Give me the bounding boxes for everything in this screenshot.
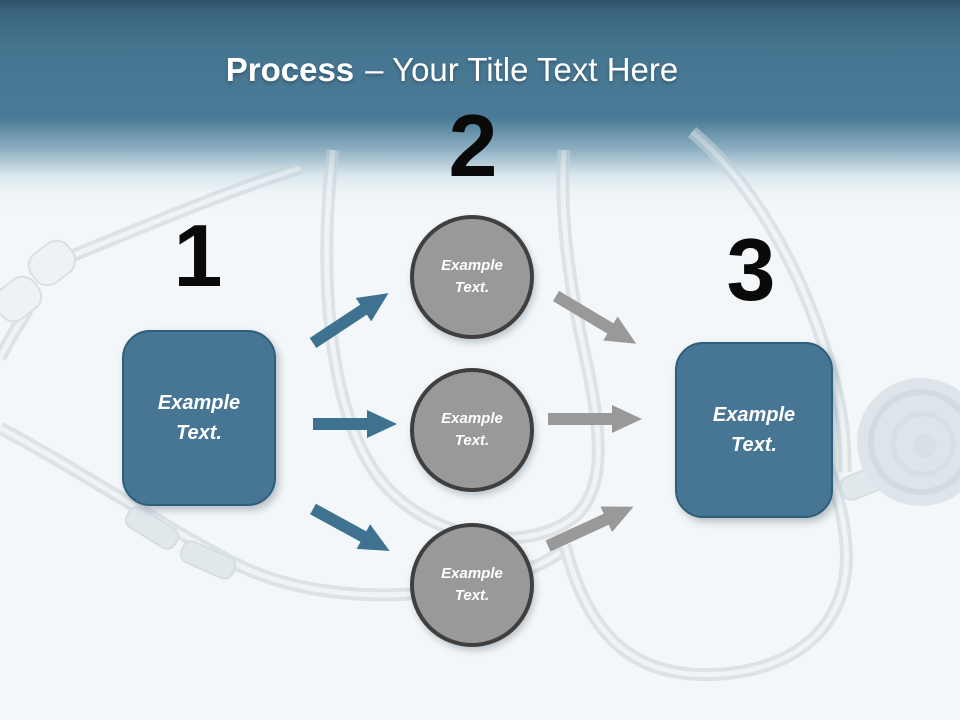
arrow-circle1-to-end-icon (552, 290, 637, 344)
arrow-start-to-circle3-icon (310, 503, 390, 551)
process-circle-3: Example Text. (410, 523, 534, 647)
process-box-start-label: Example Text. (157, 392, 241, 444)
process-box-end-label: Example Text. (712, 404, 796, 456)
process-circle-3-label: Example Text. (441, 564, 503, 605)
process-circle-2: Example Text. (410, 368, 534, 492)
process-box-end: Example Text. (675, 342, 833, 518)
title-rest: – Your Title Text Here (365, 51, 679, 88)
process-box-start: Example Text. (122, 330, 276, 506)
step-number-1: 1 (173, 206, 223, 305)
process-circle-2-label: Example Text. (441, 409, 503, 450)
step-number-2: 2 (448, 96, 498, 195)
stethoscope-earpiece-icon (0, 239, 77, 323)
arrow-circle3-to-end-icon (545, 506, 634, 552)
title-keyword: Process (225, 51, 355, 88)
process-circle-1: Example Text. (410, 215, 534, 339)
arrow-start-to-circle1-icon (309, 293, 389, 349)
stethoscope-chestpiece-icon (857, 378, 960, 506)
slide-title: Process – Your Title Text Here (0, 50, 904, 90)
stethoscope-loop-right-tube (558, 437, 853, 682)
process-circle-1-label: Example Text. (441, 256, 503, 297)
step-number-3: 3 (726, 220, 776, 319)
